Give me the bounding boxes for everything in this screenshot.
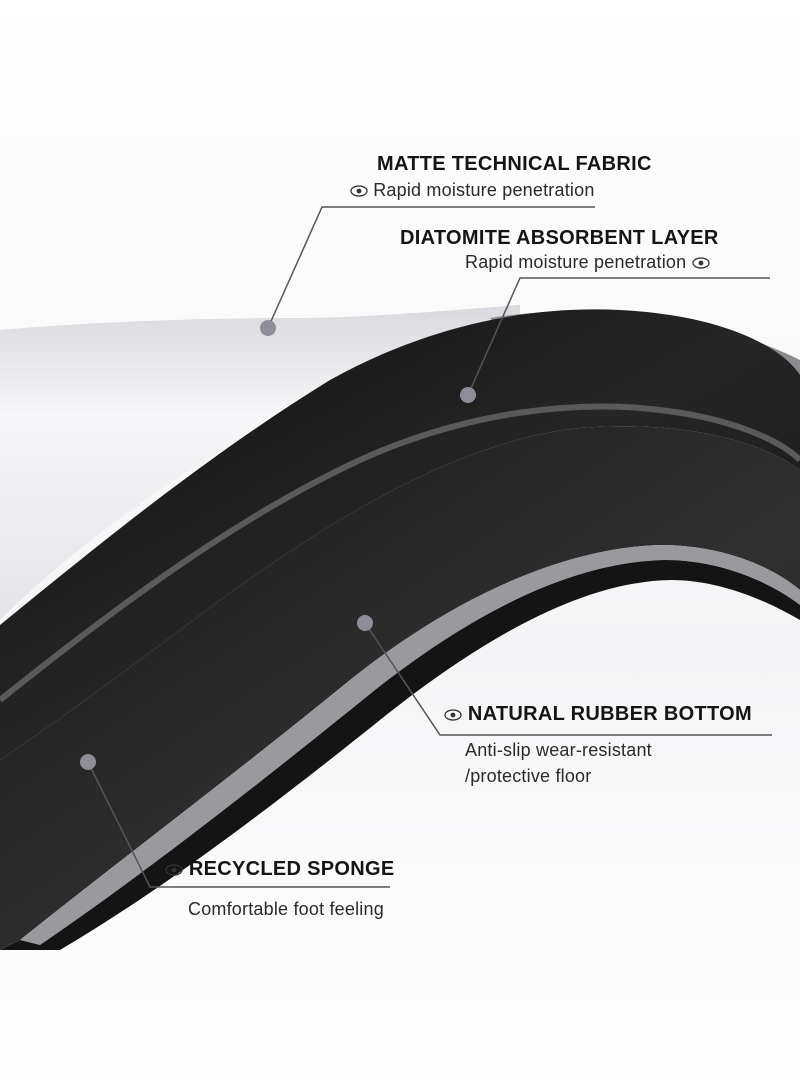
- eye-icon: [350, 185, 368, 197]
- rubber-title-row: NATURAL RUBBER BOTTOM: [444, 704, 752, 724]
- leader-line-fabric: [267, 206, 595, 329]
- sponge-layer: [0, 426, 800, 950]
- dot-marker-diatomite: [460, 387, 476, 403]
- rubber-desc-1: Anti-slip wear-resistant: [465, 740, 652, 760]
- diatomite-title: DIATOMITE ABSORBENT LAYER: [400, 227, 719, 249]
- leader-line-rubber: [364, 622, 772, 736]
- eye-icon: [444, 709, 462, 721]
- sponge-desc: Comfortable foot feeling: [188, 899, 384, 919]
- rubber-desc-2: /protective floor: [465, 766, 592, 786]
- fabric-layer: [0, 305, 520, 620]
- dot-marker-fabric: [260, 320, 276, 336]
- diatomite-layer: [0, 309, 800, 760]
- fabric-desc-row: Rapid moisture penetration: [350, 181, 595, 199]
- sponge-title: RECYCLED SPONGE: [188, 858, 395, 880]
- fabric-title: MATTE TECHNICAL FABRIC: [377, 153, 652, 175]
- diatomite-desc-row: Rapid moisture penetration: [465, 253, 710, 271]
- leader-line-sponge: [87, 761, 390, 888]
- dot-marker-rubber: [357, 615, 373, 631]
- rubber-base: [0, 560, 800, 950]
- eye-icon: [165, 864, 183, 876]
- dot-marker-sponge: [80, 754, 96, 770]
- diatomite-desc: Rapid moisture penetration: [465, 252, 687, 272]
- rubber-title: NATURAL RUBBER BOTTOM: [467, 703, 752, 725]
- layer-separator: [0, 403, 800, 703]
- leader-line-diatomite: [467, 277, 770, 396]
- eye-icon: [691, 257, 710, 269]
- sponge-title-row: RECYCLED SPONGE: [165, 859, 395, 879]
- fabric-desc: Rapid moisture penetration: [373, 180, 595, 200]
